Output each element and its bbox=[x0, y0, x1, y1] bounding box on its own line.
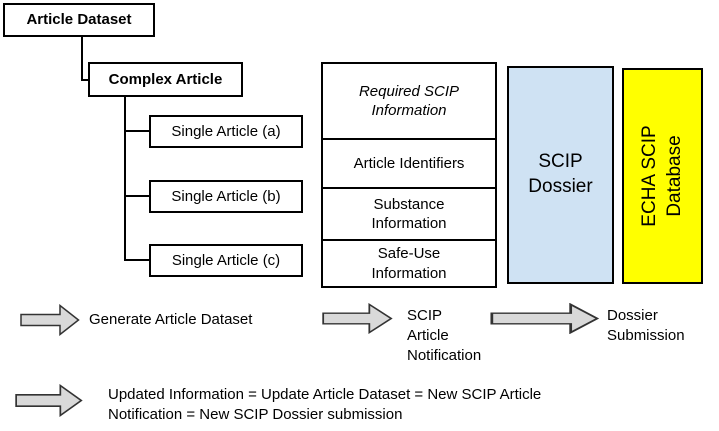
scip-info-row-substance-information: Substance Information bbox=[323, 187, 495, 239]
flow-arrow-submission-icon bbox=[490, 303, 600, 334]
connector-branch-c bbox=[126, 259, 149, 261]
box-single-article-b: Single Article (b) bbox=[149, 180, 303, 213]
flow-step-submission-label: Dossier Submission bbox=[607, 307, 685, 344]
box-single-article-a: Single Article (a) bbox=[149, 115, 303, 148]
box-complex-article: Complex Article bbox=[88, 62, 243, 97]
scip-info-table: Required SCIP Information Article Identi… bbox=[321, 62, 497, 288]
flow-step-notification-label: SCIP Article Notification bbox=[407, 307, 482, 364]
flow-arrow-generate-icon bbox=[20, 304, 80, 336]
echa-scip-database-box: ECHA SCIP Database bbox=[622, 68, 703, 284]
box-single-article-c: Single Article (c) bbox=[149, 244, 303, 277]
scip-info-row-safe-use-information: Safe-Use Information bbox=[323, 239, 495, 286]
scip-info-header: Required SCIP Information bbox=[358, 82, 460, 120]
scip-info-row-article-identifiers: Article Identifiers bbox=[323, 138, 495, 187]
echa-scip-database-label: ECHA SCIP Database bbox=[638, 125, 685, 227]
connector-complex-trunk bbox=[124, 97, 126, 261]
connector-root-to-complex-vertical bbox=[81, 37, 83, 81]
connector-branch-b bbox=[126, 195, 149, 197]
flow-arrow-update-icon bbox=[15, 384, 83, 417]
connector-root-to-complex-horizontal bbox=[81, 79, 90, 81]
update-note-text: Updated Information = Update Article Dat… bbox=[108, 386, 542, 423]
box-article-dataset: Article Dataset bbox=[3, 3, 155, 37]
flow-arrow-notification-icon bbox=[322, 303, 393, 334]
flow-step-generate-label: Generate Article Dataset bbox=[89, 311, 253, 328]
scip-dossier-box: SCIP Dossier bbox=[507, 66, 614, 284]
connector-branch-a bbox=[126, 130, 149, 132]
